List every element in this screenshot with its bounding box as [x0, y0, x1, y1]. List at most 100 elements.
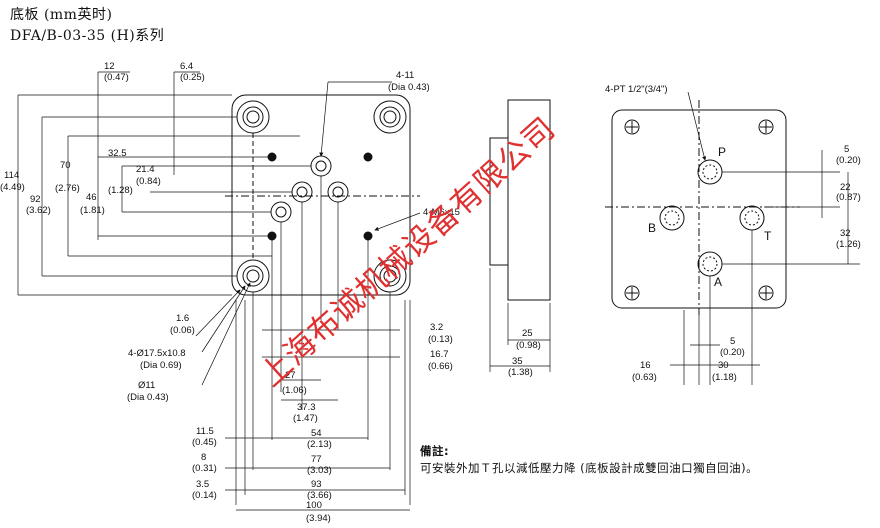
- front-dimension-text: 12 (0.47) 6.4 (0.25) 114 (4.49) 92 (3.62…: [0, 61, 460, 524]
- dim-30-in: (1.18): [712, 372, 737, 383]
- callout-dia-11: Ø11: [138, 380, 155, 391]
- dim-54-mm: 54: [311, 428, 322, 439]
- dim-32-5-mm: 32.5: [108, 148, 127, 159]
- dim-21-4-in: (0.84): [136, 176, 161, 187]
- dim-22-mm: 22: [840, 182, 851, 193]
- dim-37-3-mm: 37.3: [297, 402, 316, 413]
- dim-6-4-in: (0.25): [180, 72, 205, 83]
- callout-counterbore-dia: (Dia 0.69): [140, 360, 182, 371]
- dim-11-5-in: (0.45): [192, 437, 217, 448]
- dim-114-in: (4.49): [0, 182, 25, 193]
- note-text: 可安裝外加Ｔ孔以減低壓力降 (底板設計成雙回油口獨自回油)。: [420, 461, 758, 475]
- port-corner-tr: [758, 119, 774, 135]
- dim-3-2-in: (0.13): [428, 334, 453, 345]
- dim-32-mm: 32: [840, 228, 851, 239]
- port-corner-tl: [624, 119, 640, 135]
- dim-16-7-in: (0.66): [428, 361, 453, 372]
- callout-counterbore: 4-Ø17.5x10.8: [128, 348, 186, 359]
- dim-27-in: (1.06): [282, 385, 307, 396]
- dim-37-3-in: (1.47): [293, 413, 318, 424]
- port-dimension-lines: [670, 91, 860, 385]
- corner-hole-tr: [373, 100, 407, 134]
- dim-93-mm: 93: [311, 479, 322, 490]
- dim-32-in: (1.26): [836, 239, 861, 250]
- dim-30-mm: 30: [718, 360, 729, 371]
- dim-3-5-in: (0.14): [192, 490, 217, 501]
- note-block: 備註: 可安裝外加Ｔ孔以減低壓力降 (底板設計成雙回油口獨自回油)。: [420, 444, 758, 475]
- dim-5-b-mm: 5: [730, 336, 735, 347]
- dim-27-mm: 27: [285, 370, 296, 381]
- port-corner-bl: [624, 285, 640, 301]
- dim-32-5-in: (1.28): [108, 185, 133, 196]
- dim-6-4-mm: 6.4: [180, 61, 193, 72]
- callout-pt-thread: 4-PT 1/2"(3/4"): [605, 84, 668, 95]
- port-hole-p: [310, 155, 332, 177]
- dim-12-in: (0.47): [104, 72, 129, 83]
- callout-dia-11-in: (Dia 0.43): [127, 392, 169, 403]
- dim-25-mm: 25: [522, 328, 533, 339]
- port-p-hole: [697, 159, 723, 185]
- callout-thread: 4-M6x15: [423, 207, 460, 218]
- dim-100-mm: 100: [306, 500, 322, 511]
- dim-100-in: (3.94): [306, 513, 331, 524]
- dim-35-mm: 35: [512, 356, 523, 367]
- dim-16-mm: 16: [640, 360, 651, 371]
- dim-70-mm: 70: [60, 160, 71, 171]
- dim-16-in: (0.63): [632, 372, 657, 383]
- dim-8-mm: 8: [201, 452, 206, 463]
- dim-5-r-mm: 5: [844, 144, 849, 155]
- port-a-hole: [697, 251, 723, 277]
- port-hole-b: [291, 181, 313, 203]
- dim-70-in: (2.76): [55, 183, 80, 194]
- port-hole-t: [327, 181, 349, 203]
- dim-5-r-in: (0.20): [836, 155, 861, 166]
- model-series-subtitle: DFA/B-03-35 (H)系列: [10, 28, 165, 44]
- dim-12-mm: 12: [104, 61, 115, 72]
- port-corner-br: [758, 285, 774, 301]
- dim-22-in: (0.87): [836, 192, 861, 203]
- dim-77-in: (3.03): [307, 465, 332, 476]
- dim-21-4-mm: 21.4: [136, 164, 155, 175]
- port-text: 4-PT 1/2"(3/4") P B T A 5 (0.20) 22 (0.8…: [605, 84, 861, 383]
- dim-1-6-mm: 1.6: [176, 313, 189, 324]
- corner-hole-bl: [236, 259, 270, 293]
- side-dimension-text: 25 (0.98) 35 (1.38): [508, 328, 541, 378]
- callout-4-11: 4-11: [396, 70, 414, 81]
- dim-8-in: (0.31): [192, 463, 217, 474]
- dim-1-6-in: (0.06): [170, 325, 195, 336]
- page-title: 底板 (mm英时): [10, 7, 113, 23]
- dim-114-mm: 114: [4, 170, 19, 181]
- front-dimension-lines: [17, 71, 421, 511]
- dim-35-in: (1.38): [508, 367, 533, 378]
- dim-3-2-mm: 3.2: [430, 322, 443, 333]
- dim-46-in: (1.81): [80, 205, 105, 216]
- side-dimension-lines: [489, 268, 551, 372]
- port-label-p: P: [718, 145, 726, 159]
- port-hole-a: [270, 201, 292, 223]
- port-b-hole: [659, 205, 685, 231]
- port-label-a: A: [714, 275, 722, 289]
- callout-4-11-dia: (Dia 0.43): [388, 82, 430, 93]
- port-view: [605, 100, 800, 315]
- port-label-b: B: [648, 221, 656, 235]
- dim-46-mm: 46: [86, 192, 97, 203]
- dim-92-mm: 92: [30, 194, 41, 205]
- dim-92-in: (3.62): [26, 205, 51, 216]
- dim-5-b-in: (0.20): [720, 347, 745, 358]
- note-label: 備註:: [420, 444, 449, 458]
- corner-hole-tl: [236, 100, 270, 134]
- dim-93-in: (3.66): [307, 490, 332, 501]
- company-watermark: 上海布诚机械设备有限公司: [253, 110, 562, 394]
- dim-3-5-mm: 3.5: [196, 479, 209, 490]
- dim-54-in: (2.13): [307, 439, 332, 450]
- port-t-hole: [739, 205, 765, 231]
- thread-hole-2: [363, 152, 373, 162]
- dim-16-7-mm: 16.7: [430, 349, 449, 360]
- dim-11-5-mm: 11.5: [196, 426, 214, 437]
- side-view: [489, 99, 551, 301]
- dim-77-mm: 77: [311, 454, 322, 465]
- thread-hole-4: [363, 231, 373, 241]
- dim-25-in: (0.98): [516, 340, 541, 351]
- port-label-t: T: [764, 229, 772, 243]
